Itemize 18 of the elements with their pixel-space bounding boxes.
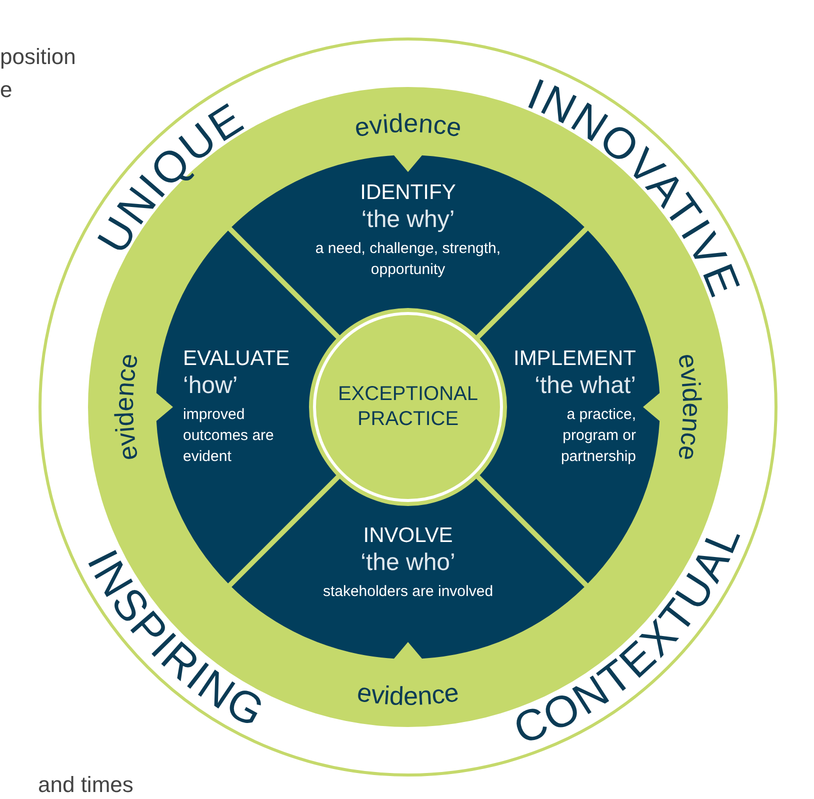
- stage-subtitle: ‘the what’: [534, 372, 636, 400]
- stage-description: improved outcomes are evident: [183, 405, 275, 467]
- stage-subtitle: ‘the who’: [360, 549, 456, 577]
- cropped-text: e: [0, 77, 12, 103]
- cropped-text: position: [0, 44, 76, 70]
- stage-subtitle: ‘how’: [183, 372, 239, 400]
- stage-heading: EVALUATE: [183, 346, 291, 372]
- evidence-text: evidence: [352, 108, 464, 143]
- stage-subtitle: ‘the why’: [360, 206, 456, 234]
- stage-description: a practice, program or partnership: [560, 405, 636, 467]
- stage-description: a need, challenge, strength, opportunity: [314, 239, 502, 280]
- evidence-text: evidence: [355, 676, 461, 712]
- stage-heading: IMPLEMENT: [512, 346, 636, 372]
- stage-heading: INVOLVE: [362, 523, 454, 549]
- center-title: EXCEPTIONAL PRACTICE: [336, 382, 480, 432]
- stage-description: stakeholders are involved: [322, 582, 494, 602]
- stage-heading: IDENTIFY: [359, 180, 457, 206]
- cropped-text: and times: [38, 772, 134, 798]
